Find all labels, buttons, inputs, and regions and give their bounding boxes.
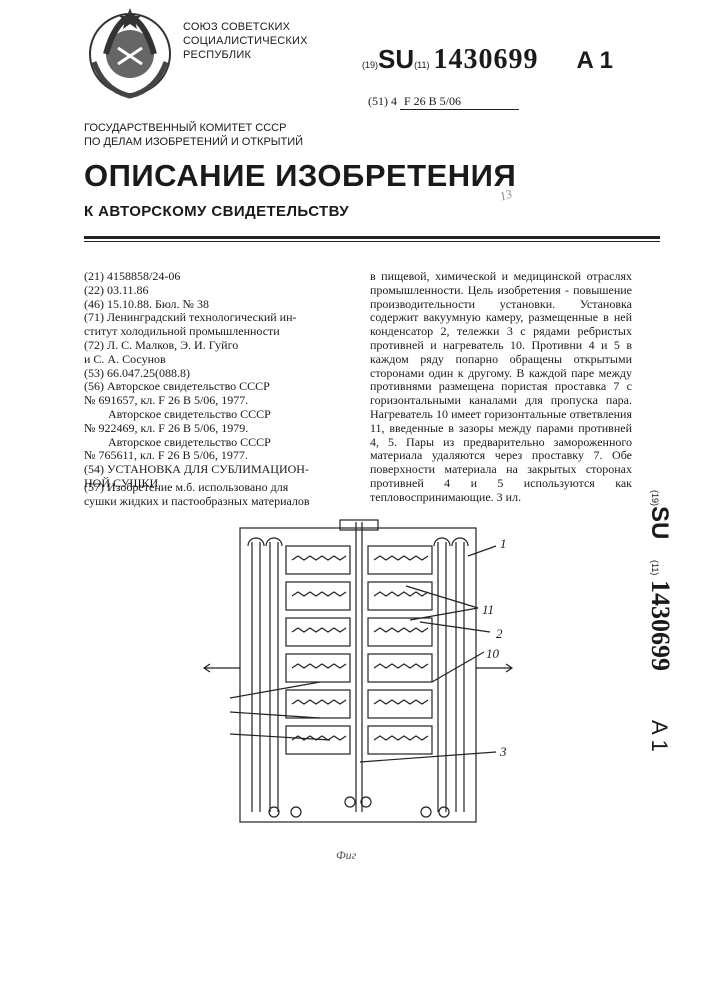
biblio-line: (71) Ленинградский технологический ин- (84, 311, 354, 325)
label-2: 2 (496, 626, 503, 641)
tray-stack-left (286, 546, 350, 754)
abstract-line: сушки жидких и пастообразных материалов (84, 495, 344, 509)
patent-number: 1430699 (433, 44, 538, 75)
condenser-pipes (248, 538, 468, 812)
biblio-line: (53) 66.047.25(088.8) (84, 367, 354, 381)
union-name: СОЮЗ СОВЕТСКИХ СОЦИАЛИСТИЧЕСКИХ РЕСПУБЛИ… (183, 20, 308, 62)
biblio-line: ститут холодильной промышленности (84, 325, 354, 339)
vapor-outlets (204, 664, 512, 672)
tray-stack-right (368, 546, 432, 754)
vertical-code-11: (11) (650, 560, 660, 575)
committee-line: ПО ДЕЛАМ ИЗОБРЕТЕНИЙ И ОТКРЫТИЙ (84, 135, 303, 149)
technical-drawing: 1 11 2 10 3 (200, 512, 520, 842)
label-1: 1 (500, 536, 507, 551)
biblio-line: и С. А. Сосунов (84, 353, 354, 367)
classification: (51) 4 F 26 B 5/06 (368, 94, 519, 109)
divider (84, 236, 660, 239)
bibliographic-data: (21) 4158858/24-06 (22) 03.11.86 (46) 15… (84, 270, 354, 491)
kind-code: A 1 (576, 47, 612, 74)
biblio-line: Авторское свидетельство СССР (84, 436, 354, 450)
code-11: (11) (414, 60, 429, 70)
biblio-line: (54) УСТАНОВКА ДЛЯ СУБЛИМАЦИОН- (84, 463, 354, 477)
chamber-outline (240, 528, 476, 822)
country-code: SU (378, 44, 414, 74)
biblio-line: (46) 15.10.88. Бюл. № 38 (84, 298, 354, 312)
union-line: СОЦИАЛИСТИЧЕСКИХ (183, 34, 308, 48)
document-title: ОПИСАНИЕ ИЗОБРЕТЕНИЯ (84, 158, 516, 194)
union-line: СОЮЗ СОВЕТСКИХ (183, 20, 308, 34)
cart-wheels (269, 797, 449, 817)
code-19: (19) (362, 60, 378, 70)
committee-line: ГОСУДАРСТВЕННЫЙ КОМИТЕТ СССР (84, 121, 303, 135)
figure-caption: Фиг (336, 848, 356, 863)
biblio-line: (56) Авторское свидетельство СССР (84, 380, 354, 394)
biblio-line: № 765611, кл. F 26 B 5/06, 1977. (84, 449, 354, 463)
biblio-line: (22) 03.11.86 (84, 284, 354, 298)
biblio-line: № 691657, кл. F 26 B 5/06, 1977. (84, 394, 354, 408)
biblio-line: Авторское свидетельство СССР (84, 408, 354, 422)
abstract-continued: в пищевой, химической и медицинской отра… (370, 270, 632, 505)
divider (84, 241, 660, 242)
biblio-line: (21) 4158858/24-06 (84, 270, 354, 284)
publication-number: (19)SU(11) 1430699 A 1 (362, 44, 613, 76)
union-line: РЕСПУБЛИК (183, 48, 308, 62)
document-subtitle: К АВТОРСКОМУ СВИДЕТЕЛЬСТВУ (84, 203, 349, 220)
vertical-country: SU (646, 506, 673, 539)
committee: ГОСУДАРСТВЕННЫЙ КОМИТЕТ СССР ПО ДЕЛАМ ИЗ… (84, 121, 303, 149)
vertical-publication-number: (19) SU (11) 1430699 A 1 (624, 490, 684, 790)
biblio-line: № 922469, кл. F 26 B 5/06, 1979. (84, 422, 354, 436)
label-11: 11 (482, 602, 494, 617)
ipc-code: F 26 B 5/06 (400, 94, 519, 110)
vertical-number: 1430699 (646, 580, 675, 671)
label-10: 10 (486, 646, 500, 661)
code-51: (51) 4 (368, 94, 397, 108)
vertical-code-19: (19) (650, 490, 660, 506)
abstract-start: (57) Изобретение м.б. использовано для с… (84, 481, 344, 509)
abstract-line: (57) Изобретение м.б. использовано для (84, 481, 344, 495)
vertical-kind: A 1 (647, 720, 672, 752)
label-3: 3 (499, 744, 507, 759)
biblio-line: (72) Л. С. Малков, Э. И. Гуйго (84, 339, 354, 353)
state-emblem-icon (84, 4, 176, 102)
